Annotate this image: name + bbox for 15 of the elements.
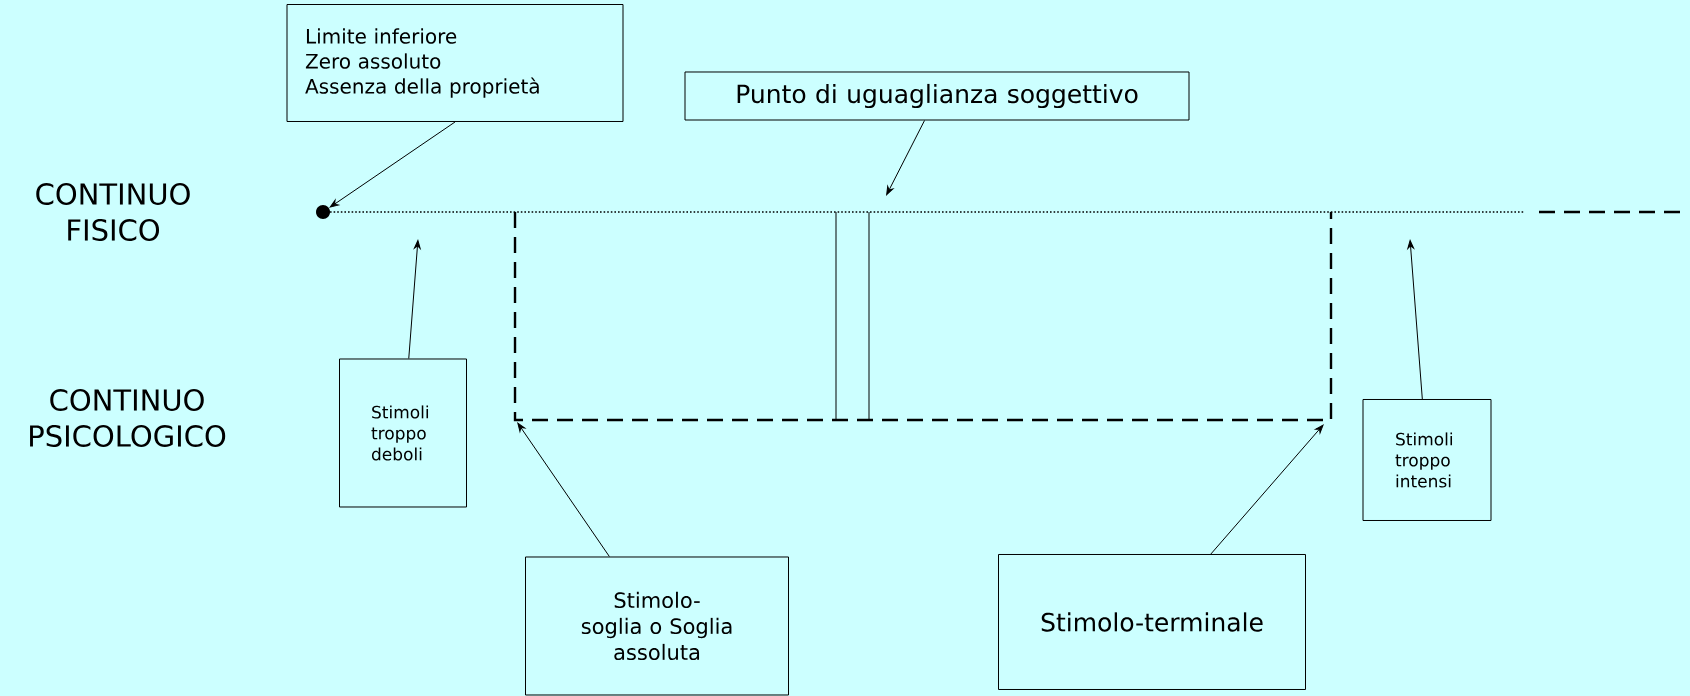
axis-label: CONTINUO PSICOLOGICO: [30, 389, 226, 447]
arrow: [886, 120, 925, 196]
arrow: [408, 239, 421, 359]
text-box: Punto di uguaglianza soggettivo: [684, 71, 1190, 121]
text-box: Stimoli troppo intensi: [1362, 399, 1492, 521]
arrow: [1210, 424, 1324, 555]
arrow: [329, 121, 456, 208]
text-box: Limite inferiore Zero assoluto Assenza della proprietà: [286, 4, 624, 122]
text-box: Stimolo-soglia o Soglia assoluta: [525, 556, 789, 696]
text-box: Stimoli troppo deboli: [339, 358, 467, 508]
arrow: [1407, 239, 1423, 400]
arrow: [517, 422, 610, 557]
text-box: Stimolo-terminale: [998, 554, 1306, 690]
axis-label: CONTINUO FISICO: [36, 183, 190, 241]
dot: [316, 205, 330, 219]
